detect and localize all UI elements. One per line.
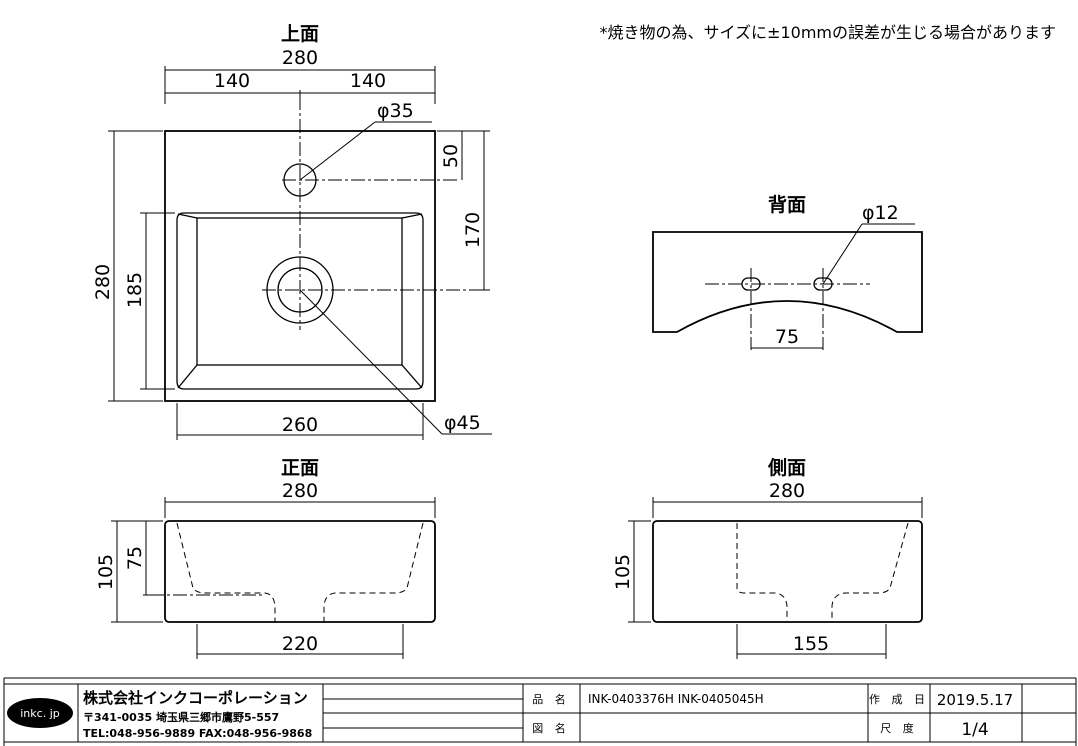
product-name-value: INK-0403376H INK-0405045H (588, 692, 764, 706)
top-drain-offset: 170 (462, 212, 484, 248)
scale-value: 1/4 (961, 720, 988, 740)
created-date-value: 2019.5.17 (937, 691, 1013, 709)
drawing-name-label: 図 名 (532, 721, 570, 735)
title-block: inkc. jp 株式会社インクコーポレーション 〒341-0035 埼玉県三郷… (3, 677, 1077, 746)
top-view: 上面 280 140 140 φ35 50 (92, 23, 492, 440)
company-logo (7, 698, 73, 728)
front-width: 280 (282, 480, 318, 502)
top-bowl-width: 260 (282, 414, 318, 436)
back-hole-diameter: φ12 (862, 202, 899, 224)
company-name: 株式会社インクコーポレーション (83, 689, 308, 707)
company-address: 〒341-0035 埼玉県三郷市鷹野5-557 (83, 710, 279, 724)
front-outline (164, 520, 436, 623)
top-overall-width: 280 (282, 47, 318, 69)
front-view-title: 正面 (281, 457, 319, 479)
side-view-title: 側面 (767, 457, 806, 479)
top-view-title: 上面 (281, 23, 319, 45)
top-half-left: 140 (214, 70, 250, 92)
top-bowl-rim (176, 212, 424, 390)
front-bowl-height: 75 (124, 546, 146, 570)
top-hole-diameter: φ35 (377, 100, 414, 122)
top-hole-offset: 50 (440, 144, 462, 168)
product-name-label: 品 名 (532, 692, 570, 706)
back-hole-pitch: 75 (775, 326, 799, 348)
company-contact: TEL:048-956-9889 FAX:048-956-9868 (83, 727, 312, 740)
side-base-width: 155 (793, 633, 829, 655)
scale-label: 尺 度 (880, 721, 918, 735)
top-half-right: 140 (350, 70, 386, 92)
side-view: 側面 280 105 155 (612, 457, 923, 659)
back-view: 背面 φ12 75 (652, 193, 923, 350)
top-overall-depth: 280 (92, 264, 114, 300)
company-logo-text: inkc. jp (20, 707, 59, 720)
back-outline (652, 231, 923, 333)
back-view-title: 背面 (768, 193, 806, 216)
side-width: 280 (769, 480, 805, 502)
tolerance-note: *焼き物の為、サイズに±10mmの誤差が生じる場合があります (600, 23, 1056, 42)
front-view: 正面 280 105 75 220 (95, 457, 436, 659)
front-height: 105 (95, 554, 117, 590)
top-bowl-depth: 185 (124, 272, 146, 308)
front-base-width: 220 (282, 633, 318, 655)
top-drain-diameter: φ45 (444, 412, 481, 434)
side-height: 105 (612, 554, 634, 590)
created-date-label: 作 成 日 (869, 693, 929, 706)
